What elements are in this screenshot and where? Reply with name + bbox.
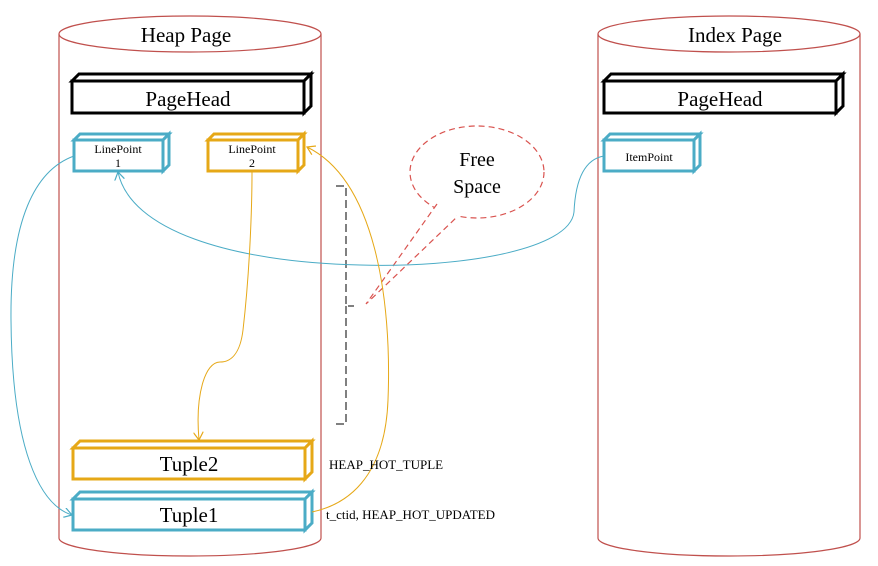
heap-pagehead-box [68,70,315,117]
index-page-cylinder [597,15,861,557]
arrow-tuple1-to-linepoint-2 [307,147,390,513]
linepoint-1-label: LinePoint [94,142,142,156]
tuple1-flag-annotation: t_ctid, HEAP_HOT_UPDATED [326,507,495,522]
tuple1-label: Tuple1 [160,503,219,527]
index-pagehead-box [600,70,847,117]
linepoint-2-box [204,130,308,175]
arrow-linepoint-1-to-tuple1 [10,155,75,515]
tuple2-box [69,437,316,483]
arrow-linepoint-2-to-tuple2 [198,171,253,440]
free-space-label-line2: Space [453,176,501,198]
arrow-itempoint-to-linepoint-1 [118,155,605,266]
itempoint-label: ItemPoint [625,150,673,164]
linepoint-2-number: 2 [249,156,255,170]
tuple2-flag-annotation: HEAP_HOT_TUPLE [329,457,443,472]
linepoint-2-label: LinePoint [228,142,276,156]
index-pagehead-label: PageHead [677,87,763,111]
index-page-title: Index Page [688,23,782,47]
tuple2-label: Tuple2 [160,452,219,476]
heap-page-cylinder [58,15,322,557]
free-space-bracket [336,185,354,425]
itempoint-box [600,130,704,175]
free-space-callout [365,125,545,305]
linepoint-1-number: 1 [115,156,121,170]
tuple1-box [69,488,316,534]
heap-pagehead-label: PageHead [145,87,231,111]
free-space-label-line1: Free [459,149,495,171]
heap-page-title: Heap Page [141,23,231,47]
